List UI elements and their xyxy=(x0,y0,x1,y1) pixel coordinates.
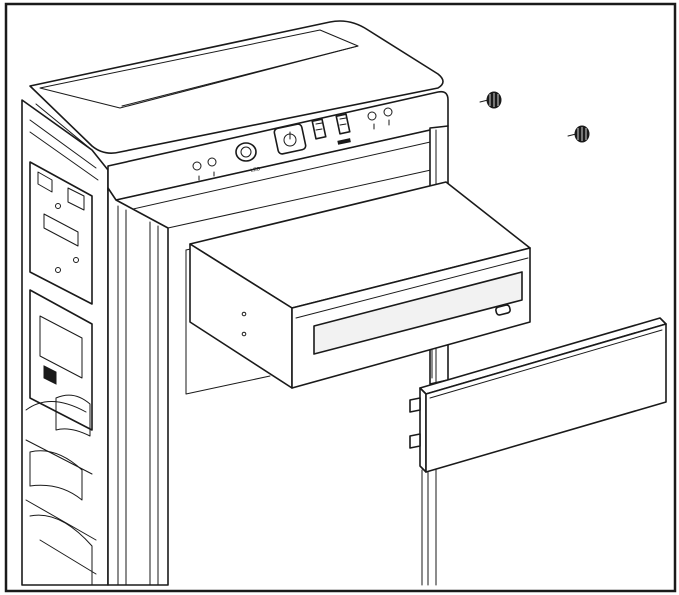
figure-border xyxy=(4,2,677,593)
headphone-jack-icon xyxy=(367,107,393,130)
power-button-icon[interactable] xyxy=(273,123,307,155)
case-left-side xyxy=(21,99,109,586)
cover-clip-bottom xyxy=(409,433,421,449)
front-io-panel: LED xyxy=(192,107,393,181)
case-top-panel xyxy=(29,20,444,154)
eject-button[interactable] xyxy=(495,304,511,316)
cover-clip-top xyxy=(409,397,421,413)
audio-jack-icon xyxy=(192,157,217,181)
led-switch[interactable]: LED xyxy=(235,142,261,174)
disc-tray xyxy=(313,271,523,355)
usb-port-icon[interactable] xyxy=(311,113,351,145)
thumbscrew-icon[interactable] xyxy=(479,91,502,109)
bay-cover-plate[interactable] xyxy=(409,317,667,473)
led-label: LED xyxy=(250,166,261,174)
thumbscrew-icon[interactable] xyxy=(567,125,590,143)
optical-drive[interactable] xyxy=(189,181,531,389)
